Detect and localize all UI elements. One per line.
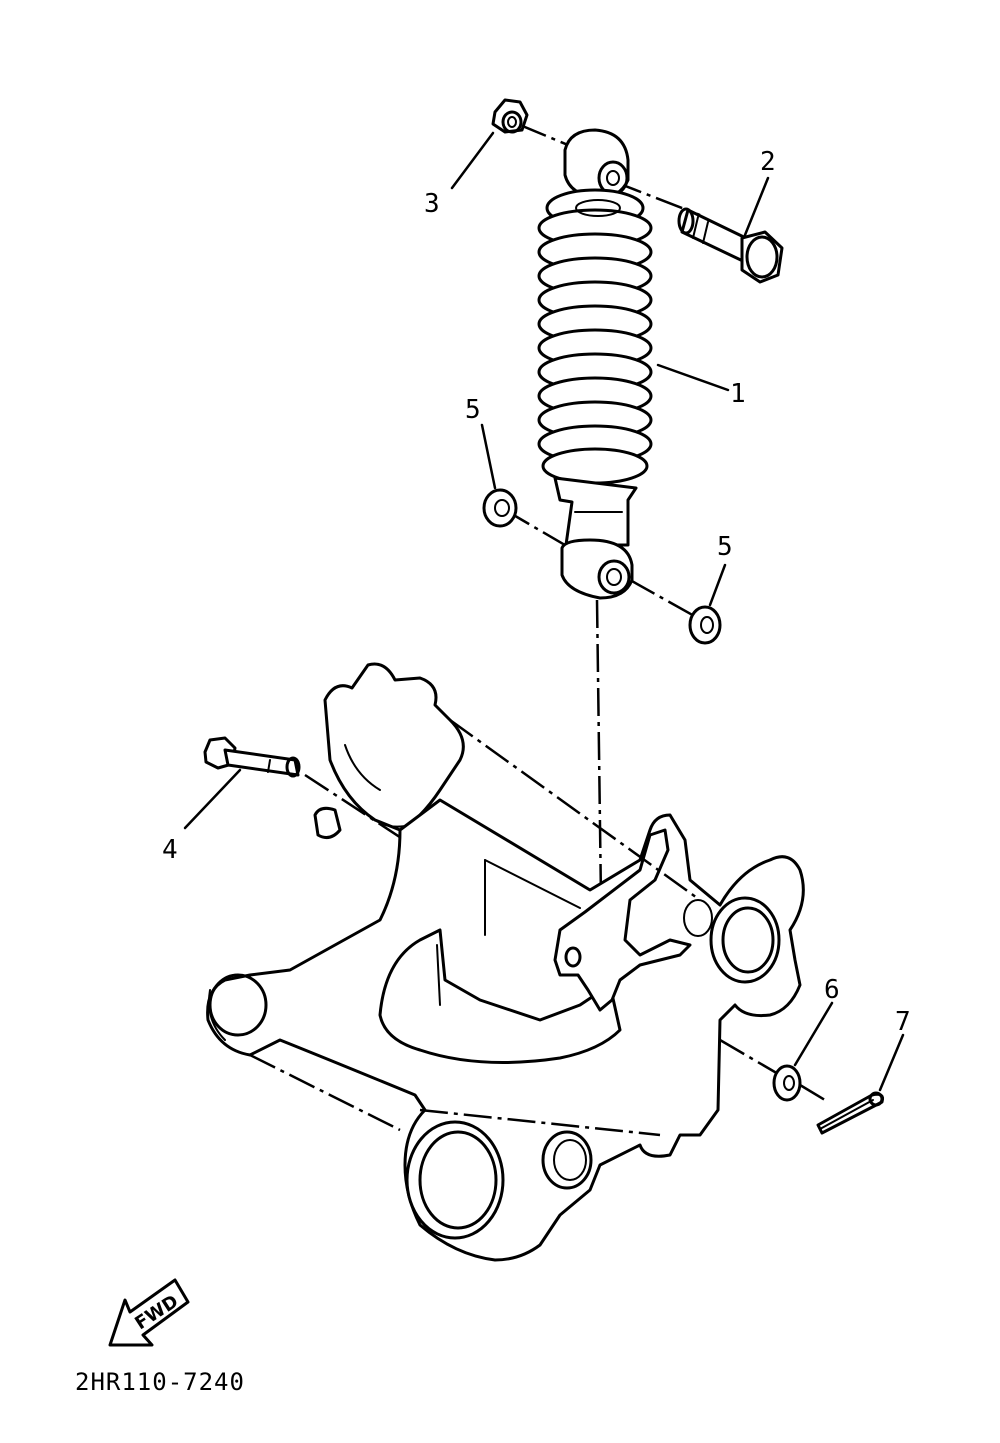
collar-part-upper [482, 488, 518, 528]
cotter-pin-part [816, 1091, 884, 1135]
collar-part-lower [688, 605, 722, 645]
callout-7: 7 [895, 1007, 911, 1037]
callout-numbers: 3 2 1 5 5 4 6 7 [162, 147, 911, 1037]
callout-5-lower: 5 [717, 532, 733, 562]
leader-lines [183, 131, 905, 1092]
rear-swing-arm-part [206, 662, 805, 1262]
callout-6: 6 [824, 975, 840, 1005]
pivot-bolt-part [203, 736, 301, 778]
diagram-code: 2HR110-7240 [75, 1368, 245, 1396]
coil-spring [537, 188, 653, 485]
callout-3: 3 [424, 189, 440, 219]
callout-1: 1 [730, 379, 746, 409]
flange-nut-part [491, 98, 529, 134]
mounting-bolt-part [677, 207, 784, 284]
callout-5-upper: 5 [465, 395, 481, 425]
callout-4: 4 [162, 835, 178, 865]
fwd-arrow-icon: FWD [108, 1278, 190, 1347]
washer-part [772, 1064, 802, 1102]
callout-2: 2 [760, 147, 776, 177]
rear-shock-absorber-part [537, 128, 653, 600]
